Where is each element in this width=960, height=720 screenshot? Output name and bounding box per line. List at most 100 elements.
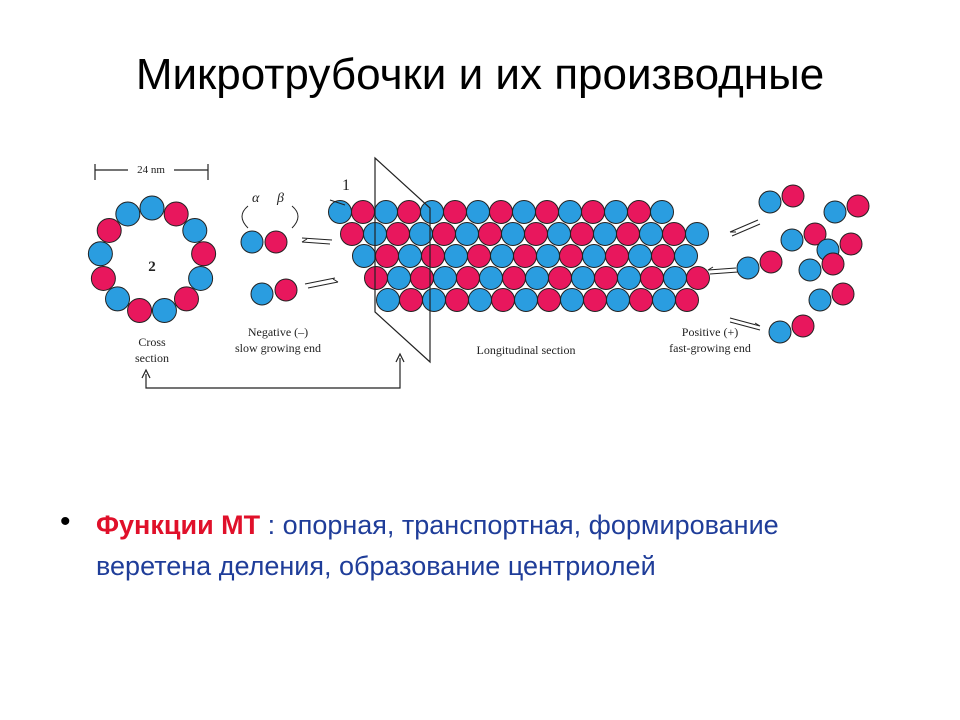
ring-subunit — [127, 297, 153, 323]
positive-end-label-1: Positive (+) — [682, 325, 738, 339]
tube-subunit — [479, 266, 503, 290]
ring-subunit — [173, 286, 199, 312]
negative-end-label-1: Negative (–) — [248, 325, 308, 339]
tube-subunit — [364, 266, 388, 290]
bullet-text: Функции МТ : опорная, транспортная, форм… — [96, 505, 896, 587]
tube-subunit — [535, 200, 559, 224]
tube-subunit — [663, 266, 687, 290]
free-dimers-right — [736, 184, 870, 344]
ring-subunit — [163, 201, 189, 227]
tube-subunit — [351, 200, 375, 224]
microtubule-longitudinal — [328, 200, 710, 312]
tube-subunit — [466, 200, 490, 224]
label-2: 2 — [148, 259, 156, 275]
tube-subunit — [652, 288, 676, 312]
tube-subunit — [375, 244, 399, 268]
tube-subunit — [398, 244, 422, 268]
alpha-label: α — [252, 191, 260, 206]
tube-subunit — [675, 288, 699, 312]
tube-subunit — [685, 222, 709, 246]
tube-subunit — [456, 266, 480, 290]
tube-subunit — [445, 288, 469, 312]
cross-section-ring — [87, 195, 217, 323]
tube-subunit — [397, 200, 421, 224]
tube-subunit — [536, 244, 560, 268]
positive-end-label-2: fast-growing end — [669, 341, 751, 355]
alpha-tubulin — [846, 194, 870, 218]
beta-tubulin — [250, 282, 274, 306]
tube-subunit — [558, 200, 582, 224]
alpha-tubulin — [759, 250, 783, 274]
tube-subunit — [443, 200, 467, 224]
tube-subunit — [650, 200, 674, 224]
tube-subunit — [570, 222, 594, 246]
ring-subunit — [90, 265, 116, 291]
tube-subunit — [593, 222, 617, 246]
tube-subunit — [514, 288, 538, 312]
tube-subunit — [639, 222, 663, 246]
tube-subunit — [501, 222, 525, 246]
negative-end-label-2: slow growing end — [235, 341, 321, 355]
tube-subunit — [513, 244, 537, 268]
tube-subunit — [548, 266, 572, 290]
alpha-tubulin — [821, 252, 845, 276]
tube-subunit — [444, 244, 468, 268]
ring-subunit — [96, 217, 122, 243]
microtubule-diagram: 24 nm 2 Cross section α β 1 Negative (–)… — [87, 156, 870, 389]
tube-subunit — [594, 266, 618, 290]
tube-subunit — [662, 222, 686, 246]
tube-subunit — [537, 288, 561, 312]
tube-subunit — [686, 266, 710, 290]
tube-subunit — [640, 266, 664, 290]
alpha-tubulin — [264, 230, 288, 254]
alpha-tubulin — [839, 232, 863, 256]
alpha-tubulin — [781, 184, 805, 208]
tube-subunit — [352, 244, 376, 268]
tube-subunit — [478, 222, 502, 246]
tube-subunit — [605, 244, 629, 268]
tube-subunit — [467, 244, 491, 268]
ring-subunit — [188, 265, 214, 291]
tube-subunit — [604, 200, 628, 224]
alpha-tubulin — [831, 282, 855, 306]
label-1: 1 — [342, 177, 350, 194]
beta-tubulin — [798, 258, 822, 282]
ring-subunit — [139, 195, 165, 221]
tube-subunit — [627, 200, 651, 224]
tube-subunit — [489, 200, 513, 224]
tube-subunit — [581, 200, 605, 224]
tube-subunit — [651, 244, 675, 268]
beta-tubulin — [768, 320, 792, 344]
beta-label: β — [276, 191, 284, 206]
tube-subunit — [328, 200, 352, 224]
beta-tubulin — [823, 200, 847, 224]
longitudinal-section-label: Longitudinal section — [477, 343, 576, 357]
tube-subunit — [376, 288, 400, 312]
beta-tubulin — [736, 256, 760, 280]
tube-subunit — [409, 222, 433, 246]
beta-tubulin — [758, 190, 782, 214]
equilibrium-arrows-left — [301, 237, 339, 289]
ring-subunit — [182, 217, 208, 243]
beta-tubulin — [240, 230, 264, 254]
free-dimers-left — [240, 230, 298, 306]
equilibrium-arrows-right — [707, 219, 761, 331]
tube-subunit — [455, 222, 479, 246]
tube-subunit — [606, 288, 630, 312]
tube-subunit — [374, 200, 398, 224]
tube-subunit — [468, 288, 492, 312]
tube-subunit — [490, 244, 514, 268]
ring-subunit — [87, 241, 113, 267]
bullet-body: : опорная, транспортная, формирование ве… — [96, 510, 779, 581]
cross-section-label-2: section — [135, 351, 169, 365]
tube-subunit — [491, 288, 515, 312]
slide-title: Микротрубочки и их производные — [135, 50, 825, 99]
tube-subunit — [571, 266, 595, 290]
bullet-dot: • — [60, 505, 71, 538]
beta-tubulin — [780, 228, 804, 252]
tube-subunit — [583, 288, 607, 312]
tube-subunit — [616, 222, 640, 246]
tube-subunit — [525, 266, 549, 290]
tube-subunit — [512, 200, 536, 224]
tube-subunit — [547, 222, 571, 246]
